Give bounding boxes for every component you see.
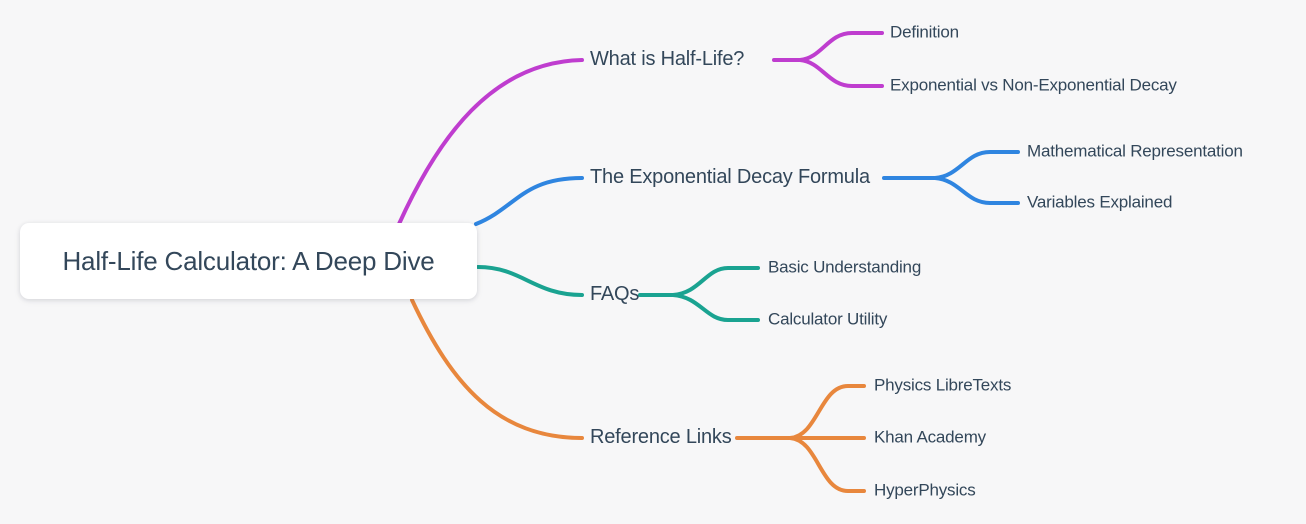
root-node[interactable]: Half-Life Calculator: A Deep Dive: [20, 223, 477, 299]
link-to-calculator-utility: [671, 293, 760, 322]
link-to-variables-explained: [933, 176, 1020, 205]
root-node-label: Half-Life Calculator: A Deep Dive: [62, 245, 435, 276]
link-to-definition: [798, 31, 884, 62]
branch-lines-what-is-half-life: [397, 31, 884, 226]
link-to-basic-understanding: [671, 266, 760, 297]
node-basic-understanding[interactable]: Basic Understanding: [768, 257, 922, 277]
node-mathematical-representation[interactable]: Mathematical Representation: [1027, 141, 1243, 161]
link-root-to-reference-links: [410, 298, 584, 440]
node-variables-explained[interactable]: Variables Explained: [1027, 192, 1173, 212]
link-to-physics-libretexts: [788, 384, 866, 440]
branch-lines-faqs: [476, 265, 760, 322]
node-exponential-vs-non-exponential-decay[interactable]: Exponential vs Non-Exponential Decay: [890, 75, 1177, 95]
node-khan-academy[interactable]: Khan Academy: [874, 427, 986, 447]
branch-lines-reference-links: [410, 298, 866, 493]
link-to-mathematical-representation: [933, 150, 1020, 180]
branch-lines-decay-formula: [474, 150, 1020, 226]
link-root-to-faqs: [476, 265, 584, 297]
link-to-exponential-vs-non-exponential: [798, 58, 884, 88]
node-physics-libretexts[interactable]: Physics LibreTexts: [874, 375, 1012, 395]
link-root-to-decay-formula: [474, 176, 584, 226]
node-exponential-decay-formula[interactable]: The Exponential Decay Formula: [590, 166, 870, 189]
node-reference-links[interactable]: Reference Links: [590, 426, 732, 449]
node-calculator-utility[interactable]: Calculator Utility: [768, 309, 888, 329]
link-to-hyperphysics: [788, 436, 866, 493]
node-hyperphysics[interactable]: HyperPhysics: [874, 480, 976, 500]
node-what-is-half-life[interactable]: What is Half-Life?: [590, 48, 745, 71]
node-faqs[interactable]: FAQs: [590, 283, 640, 306]
node-definition[interactable]: Definition: [890, 22, 959, 42]
link-root-to-what-is-half-life: [397, 58, 584, 226]
